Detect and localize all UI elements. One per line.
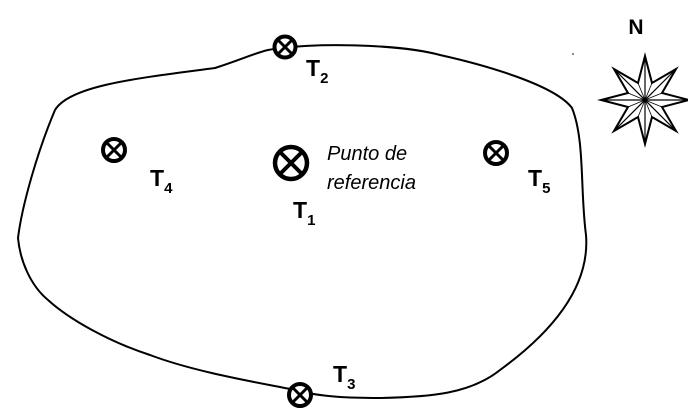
marker-t4-subscript: 4	[164, 180, 173, 197]
circle-cross-marker-icon	[101, 137, 127, 163]
circle-cross-marker-icon	[483, 140, 509, 166]
marker-t2-subscript: 2	[320, 70, 328, 87]
marker-t4: T4	[101, 137, 173, 197]
reference-note-line2: referencia	[327, 172, 416, 194]
compass-rose-icon	[597, 52, 688, 148]
compass: N	[597, 16, 688, 148]
svg-text:T1: T1	[293, 197, 315, 229]
marker-t2: T2	[272, 34, 328, 87]
marker-t1: T1	[272, 144, 315, 229]
field-boundary-outline	[16, 44, 588, 400]
marker-t3-subscript: 3	[347, 376, 355, 393]
marker-t4-label: T	[150, 165, 164, 191]
marker-t5-subscript: 5	[542, 180, 550, 197]
marker-t3-label: T	[333, 361, 347, 387]
reference-note: Punto de referencia	[327, 143, 416, 194]
marker-t5: T5	[483, 140, 550, 197]
svg-text:T3: T3	[333, 361, 355, 393]
svg-text:T2: T2	[306, 55, 328, 87]
marker-t2-label: T	[306, 55, 320, 81]
circle-cross-marker-icon	[287, 382, 313, 408]
circle-cross-marker-icon	[272, 34, 298, 60]
marker-t5-label: T	[528, 165, 542, 191]
compass-north-label: N	[628, 16, 643, 39]
reference-note-line1: Punto de	[327, 143, 407, 165]
svg-text:T5: T5	[528, 165, 550, 197]
marker-t1-subscript: 1	[307, 212, 315, 229]
marker-t3: T3	[287, 361, 355, 408]
circle-cross-marker-icon	[272, 144, 310, 182]
svg-text:T4: T4	[150, 165, 173, 197]
stray-dot	[572, 53, 574, 55]
marker-t1-label: T	[293, 197, 307, 223]
